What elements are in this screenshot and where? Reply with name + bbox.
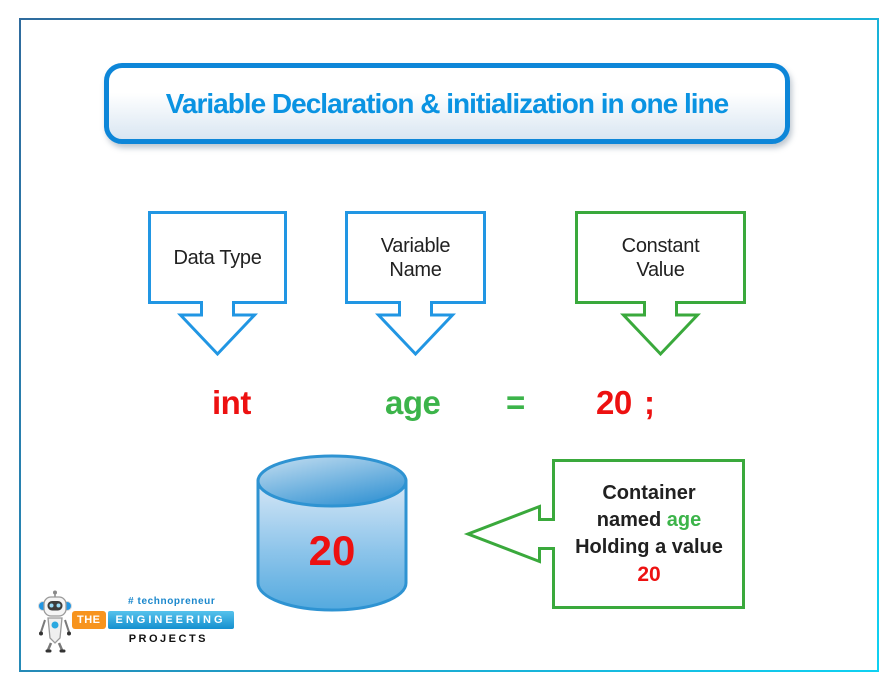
- robot-icon: [38, 590, 72, 653]
- callout-data-type: Data Type: [148, 211, 287, 357]
- down-arrow-box-icon: [575, 211, 746, 357]
- callout-container-note: Container named age Holding a value 20: [463, 459, 745, 609]
- down-arrow-box-icon: [148, 211, 287, 357]
- callout-constant-value: Constant Value: [575, 211, 746, 357]
- code-datatype: int: [212, 384, 251, 421]
- cylinder-icon: 20: [256, 454, 408, 612]
- note-variable-name: age: [666, 509, 702, 531]
- logo-tagline: # technopreneur: [128, 596, 216, 607]
- title-banner: Variable Declaration & initialization in…: [104, 63, 790, 144]
- brand-logo: # technopreneur THE ENGINEERING PROJECTS: [36, 588, 241, 660]
- note-line2: named age: [597, 507, 702, 534]
- left-arrow-box-icon: [463, 459, 745, 609]
- note-line4: 20: [637, 563, 661, 586]
- logo-word-the: THE: [72, 611, 106, 629]
- note-line1: Container: [602, 482, 696, 504]
- note-named: named: [596, 509, 662, 531]
- variable-name-label: Variable Name: [380, 234, 451, 281]
- constant-value-label: Constant Value: [621, 234, 700, 281]
- note-line3: Holding a value: [575, 536, 723, 558]
- container-note-text: Container named age Holding a value 20: [554, 459, 744, 609]
- code-semicolon: ;: [644, 384, 655, 421]
- logo-word-engineering: ENGINEERING: [107, 611, 234, 629]
- down-arrow-box-icon: [345, 211, 486, 357]
- callout-variable-name: Variable Name: [345, 211, 486, 357]
- data-type-label: Data Type: [173, 246, 262, 269]
- code-equals: =: [506, 384, 525, 421]
- logo-wordmark: THE ENGINEERING: [72, 611, 234, 629]
- code-variable: age: [385, 384, 441, 421]
- code-value: 20: [596, 384, 632, 421]
- cylinder-value: 20: [309, 527, 356, 574]
- logo-word-projects: PROJECTS: [128, 633, 208, 645]
- value-container-cylinder: 20: [254, 453, 410, 615]
- page-title: Variable Declaration & initialization in…: [165, 87, 729, 119]
